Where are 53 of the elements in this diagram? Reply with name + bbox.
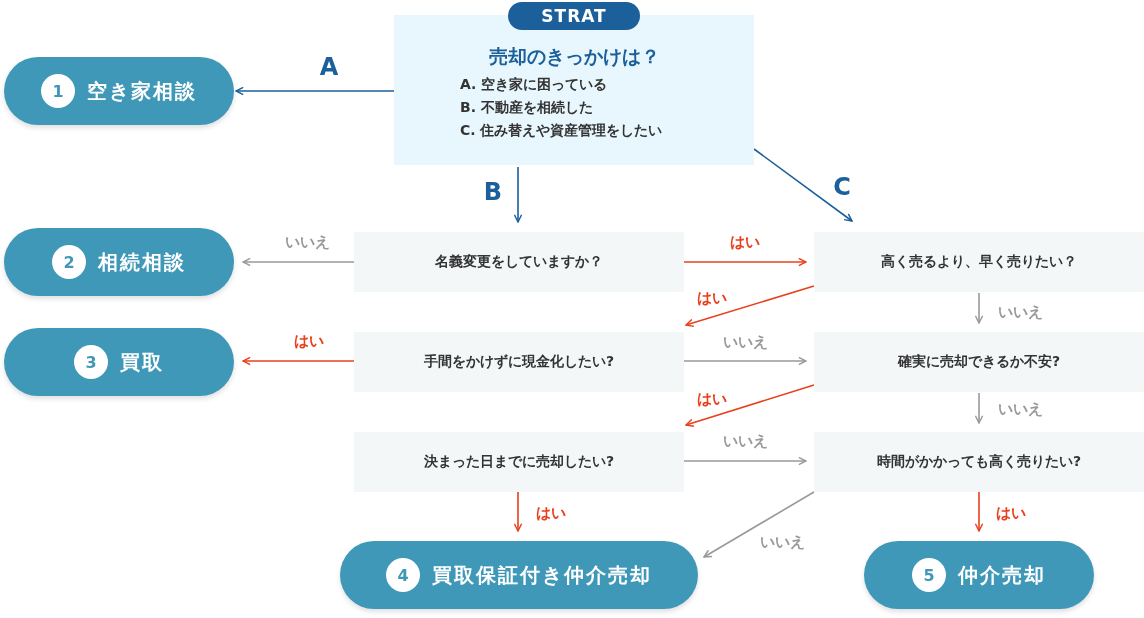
- option-text: A. 空き家に困っている: [460, 76, 608, 94]
- edge-label: はい: [292, 332, 326, 350]
- number-badge: 5: [912, 558, 946, 592]
- question-text: 高く売るより、早く売りたい？: [881, 253, 1077, 271]
- question-box: [814, 232, 1144, 292]
- edge-label: はい: [695, 390, 729, 408]
- arrow: [683, 356, 807, 366]
- arrow: [753, 148, 853, 222]
- arrow: [974, 292, 984, 324]
- arrow: [974, 491, 984, 532]
- arrow: [683, 456, 807, 466]
- result-label: 空き家相談: [87, 77, 197, 105]
- arrow: [683, 257, 807, 267]
- result-label: 相続相談: [98, 248, 186, 276]
- question-box: [354, 232, 684, 292]
- arrow: [685, 384, 815, 427]
- edge-label: はい: [994, 504, 1028, 522]
- question-text: 手間をかけずに現金化したい?: [423, 353, 615, 371]
- question-box: [354, 332, 684, 392]
- result-pill: [340, 541, 698, 609]
- question-text: 時間がかかっても高く売りたい?: [876, 453, 1082, 471]
- option-text: B. 不動産を相続した: [460, 99, 593, 117]
- number-badge: 3: [74, 345, 108, 379]
- number-badge: 2: [52, 245, 86, 279]
- result-pill: [4, 228, 234, 296]
- question-text: 名義変更をしていますか？: [435, 253, 603, 271]
- arrow: [974, 392, 984, 424]
- option-text: C. 住み替えや資産管理をしたい: [460, 122, 663, 140]
- arrow: [242, 257, 355, 267]
- result-label: 買取保証付き仲介売却: [432, 561, 652, 589]
- result-label: 仲介売却: [958, 561, 1046, 589]
- question-box: [814, 432, 1144, 492]
- start-badge: STRAT: [508, 2, 640, 30]
- arrow: [703, 491, 815, 558]
- result-pill: [4, 328, 234, 396]
- result-label: 買取: [120, 348, 164, 376]
- edge-label: はい: [534, 504, 568, 522]
- question-box: [354, 432, 684, 492]
- arrow: [235, 86, 395, 96]
- edge-label: はい: [728, 233, 762, 251]
- edge-label: はい: [695, 289, 729, 307]
- question-text: 確実に売却できるか不安?: [897, 353, 1061, 371]
- question-box: [814, 332, 1144, 392]
- number-badge: 4: [386, 558, 420, 592]
- arrow: [242, 356, 355, 366]
- result-pill: [864, 541, 1094, 609]
- arrow: [513, 166, 523, 223]
- arrow: [513, 491, 523, 532]
- arrow: [685, 285, 815, 328]
- result-pill: [4, 57, 234, 125]
- question-heading: 売却のきっかけは？: [487, 44, 661, 69]
- question-text: 決まった日までに売却したい?: [423, 453, 615, 471]
- number-badge: 1: [41, 74, 75, 108]
